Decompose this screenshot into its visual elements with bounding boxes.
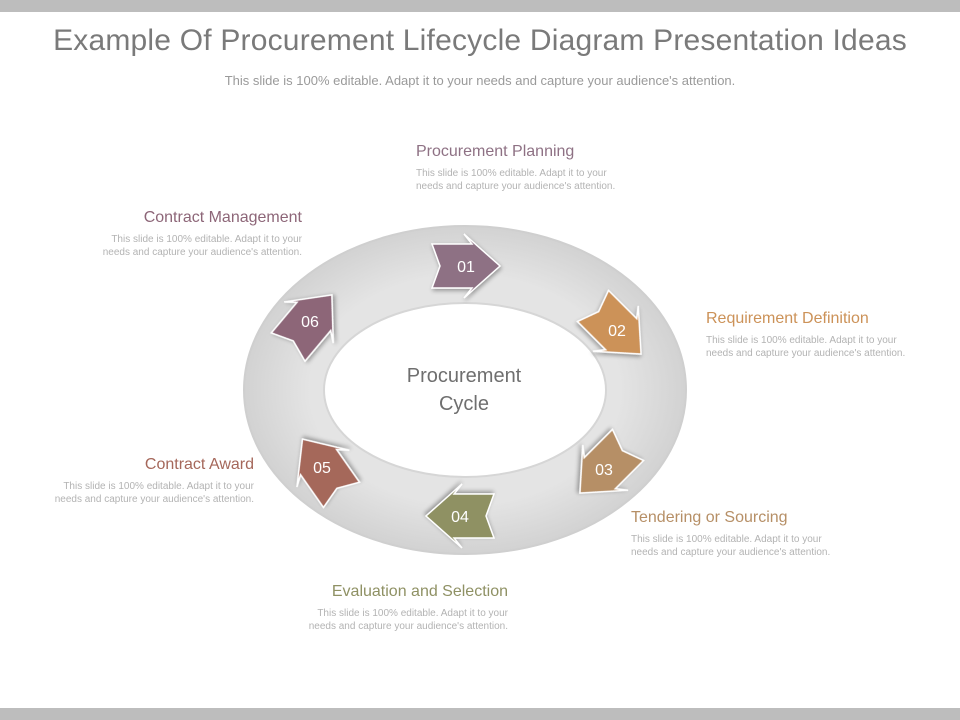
- step-description: This slide is 100% editable. Adapt it to…: [631, 534, 831, 558]
- arrow-chevron-icon: [270, 294, 334, 363]
- step-arrow-03: 03: [579, 428, 645, 494]
- step-description: This slide is 100% editable. Adapt it to…: [706, 335, 906, 359]
- arrow-chevron-icon: [576, 289, 642, 355]
- step-number: 03: [595, 462, 613, 479]
- step-arrow-05: 05: [296, 438, 361, 509]
- step-arrow-04: 04: [424, 483, 496, 549]
- step-number: 05: [313, 460, 331, 477]
- step-number: 06: [301, 314, 319, 331]
- slide-subtitle: This slide is 100% editable. Adapt it to…: [224, 73, 736, 88]
- arrow-chevron-icon: [430, 233, 502, 299]
- step-label-evaluation-and-selection: Evaluation and Selection This slide is 1…: [288, 582, 508, 633]
- center-label: Procurement Cycle: [364, 362, 564, 418]
- bottom-border-bar: [0, 708, 960, 720]
- step-description: This slide is 100% editable. Adapt it to…: [54, 481, 254, 505]
- step-title: Contract Award: [144, 456, 254, 473]
- step-number: 02: [608, 323, 626, 340]
- step-description: This slide is 100% editable. Adapt it to…: [102, 234, 302, 258]
- top-border-bar: [0, 0, 960, 12]
- step-arrow-06: 06: [270, 294, 334, 363]
- arrow-chevron-icon: [424, 483, 496, 549]
- step-arrow-02: 02: [576, 289, 642, 355]
- step-title: Procurement Planning: [416, 143, 575, 160]
- step-label-contract-management: Contract Management This slide is 100% e…: [82, 208, 302, 259]
- step-title: Contract Management: [143, 209, 302, 226]
- step-label-tendering-or-sourcing: Tendering or Sourcing This slide is 100%…: [631, 508, 851, 559]
- step-arrow-01: 01: [430, 233, 502, 299]
- arrow-chevron-icon: [296, 438, 361, 509]
- step-title: Evaluation and Selection: [331, 583, 508, 600]
- center-label-line2: Cycle: [438, 393, 489, 415]
- step-label-procurement-planning: Procurement Planning This slide is 100% …: [416, 142, 636, 193]
- step-description: This slide is 100% editable. Adapt it to…: [416, 168, 616, 192]
- step-label-requirement-definition: Requirement Definition This slide is 100…: [706, 309, 926, 360]
- step-description: This slide is 100% editable. Adapt it to…: [308, 608, 508, 632]
- center-label-line1: Procurement: [406, 365, 522, 387]
- step-number: 04: [451, 509, 469, 526]
- step-number: 01: [457, 259, 475, 276]
- slide-title: Example Of Procurement Lifecycle Diagram…: [53, 24, 907, 57]
- cycle-ring-inner: [323, 302, 607, 478]
- arrow-chevron-icon: [579, 428, 645, 494]
- step-title: Tendering or Sourcing: [631, 509, 788, 526]
- step-title: Requirement Definition: [706, 310, 869, 327]
- step-label-contract-award: Contract Award This slide is 100% editab…: [34, 455, 254, 506]
